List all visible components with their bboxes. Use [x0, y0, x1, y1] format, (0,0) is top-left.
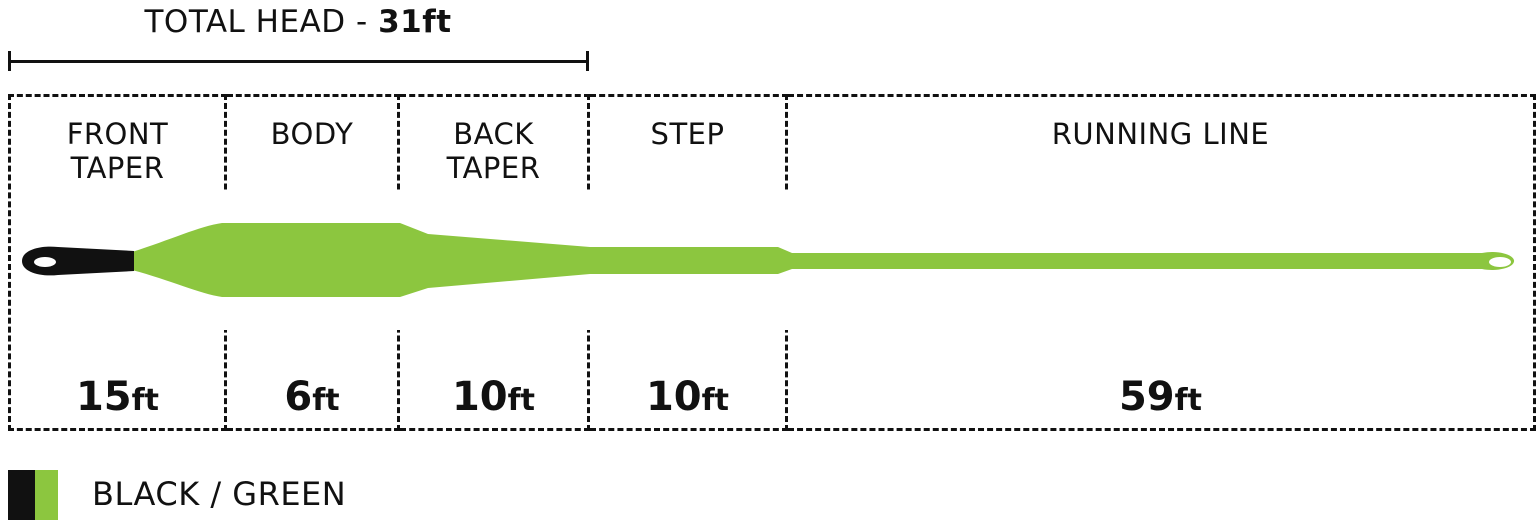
section-length: 15ft — [75, 374, 160, 420]
section-running-line: RUNNING LINE 59ft — [788, 94, 1536, 431]
section-label: BODY — [270, 117, 354, 151]
swatch-black — [8, 470, 35, 520]
total-head-value: 31ft — [378, 4, 452, 40]
section-length: 6ft — [284, 374, 340, 420]
total-head-label: TOTAL HEAD - 31ft — [8, 2, 588, 42]
section-front-taper: FRONT TAPER 15ft — [8, 94, 227, 431]
fly-line-green-section — [132, 223, 1515, 297]
section-label: BACK TAPER — [446, 117, 541, 185]
section-label: RUNNING LINE — [1051, 117, 1270, 151]
fly-line-front-loop-hole — [34, 257, 56, 267]
legend-label: BLACK / GREEN — [92, 475, 347, 513]
total-head-bar — [8, 60, 588, 63]
total-head-left-tick — [8, 51, 11, 71]
total-head-right-tick — [586, 51, 589, 71]
color-swatch — [8, 470, 58, 520]
section-length: 59ft — [1118, 374, 1203, 420]
fly-line-rear-loop-hole — [1489, 257, 1511, 267]
section-length: 10ft — [645, 374, 730, 420]
swatch-green — [35, 470, 58, 520]
total-head-text: TOTAL HEAD - — [144, 4, 379, 40]
section-label: FRONT TAPER — [66, 117, 169, 185]
section-label: STEP — [650, 117, 725, 151]
section-length: 10ft — [451, 374, 536, 420]
fly-line-black-tip — [22, 246, 134, 276]
